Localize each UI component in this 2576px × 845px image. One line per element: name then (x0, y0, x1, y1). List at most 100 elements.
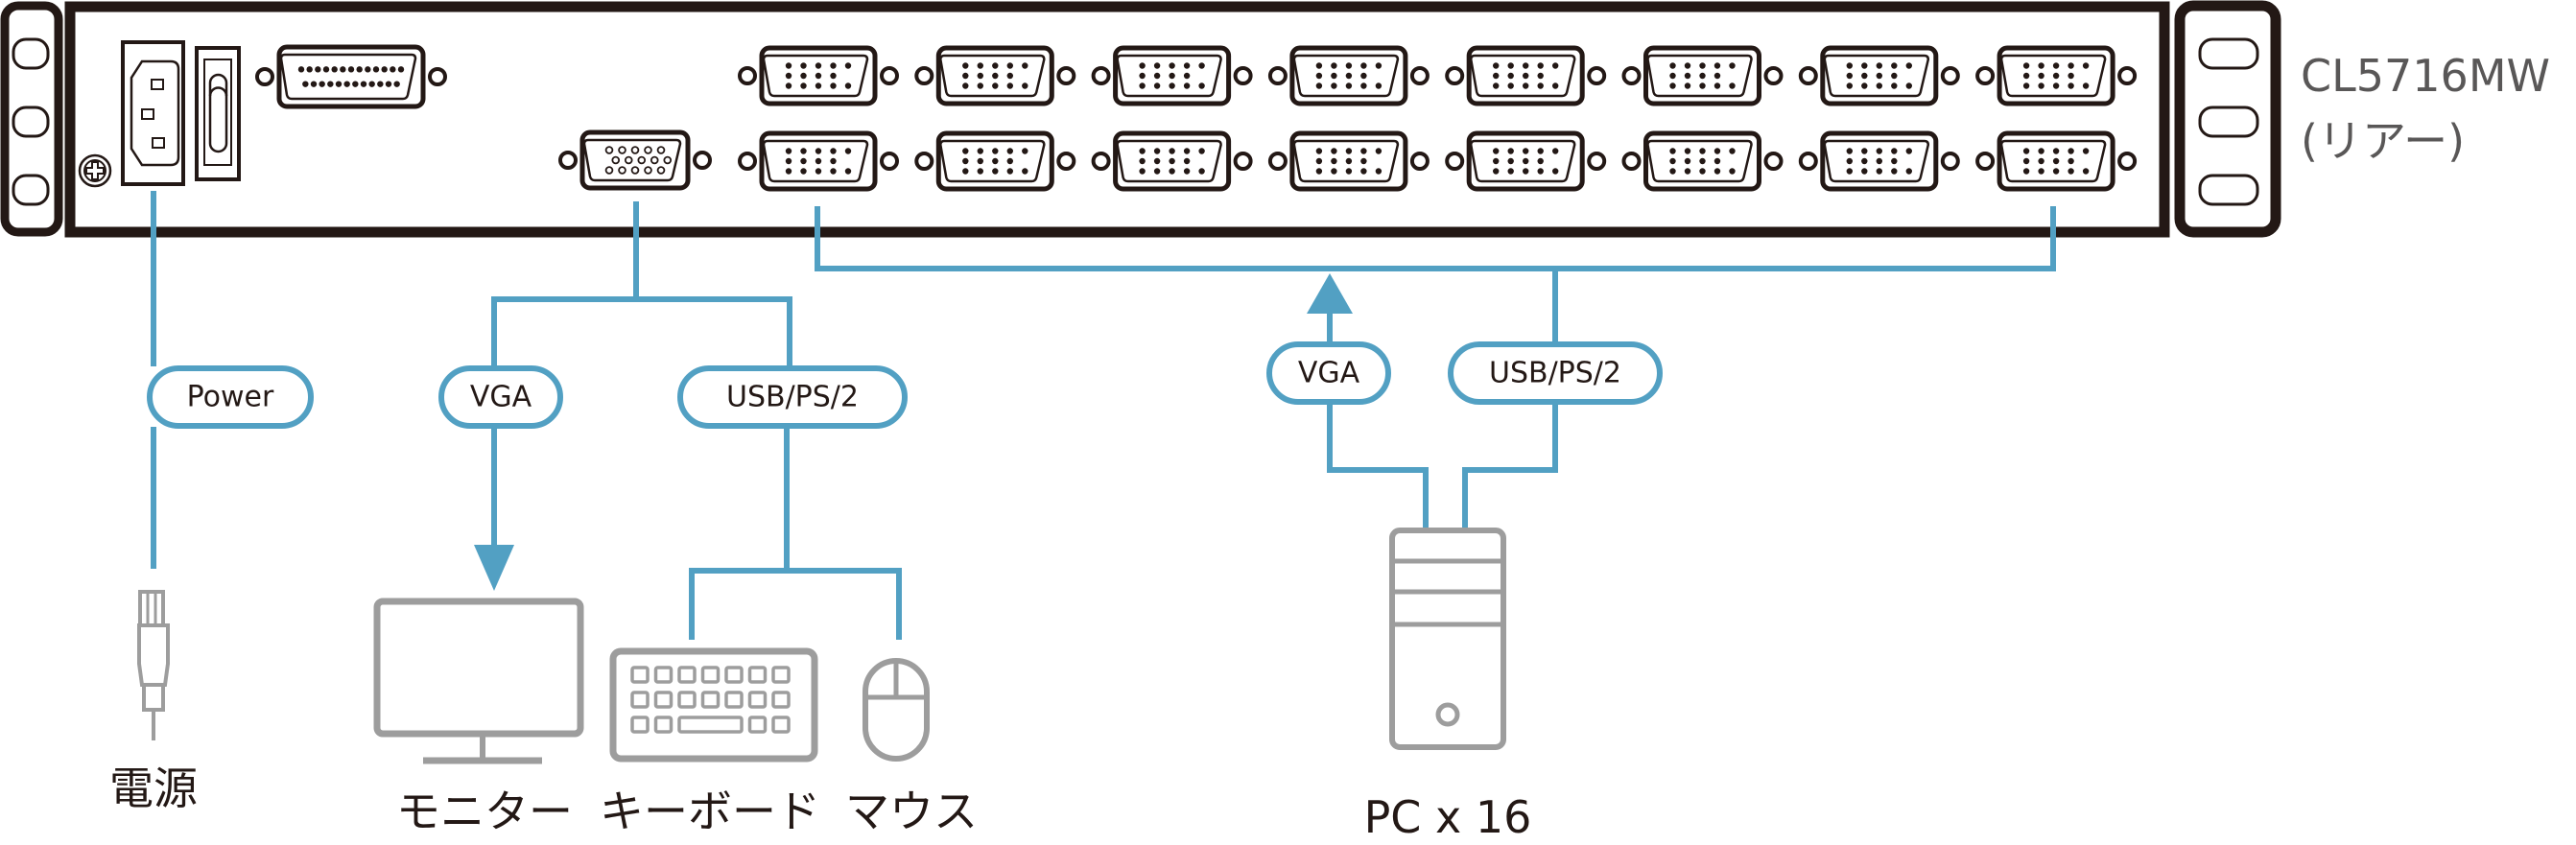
keyboard-caption: キーボード (600, 786, 820, 837)
mount-hole-icon (1621, 152, 1642, 171)
mount-hole-icon (738, 66, 757, 85)
mount-hole-icon (1940, 66, 1960, 85)
pc-port-grid (738, 45, 2138, 192)
pc-usb-cable: USB/PS/2 (1448, 341, 1663, 532)
model-name: CL5716MW (2301, 50, 2550, 102)
mount-hole-icon (1056, 152, 1076, 171)
console-vga-cable-text: VGA (470, 381, 532, 414)
ground-screw-icon (78, 153, 112, 188)
mount-hole-icon (1409, 66, 1430, 85)
mount-hole-icon (1445, 66, 1465, 85)
pc-port-top-8 (1975, 45, 2138, 106)
pc-port-bottom-6 (1621, 130, 1784, 192)
key-icon (747, 716, 768, 734)
key-icon (724, 666, 744, 684)
right-rack-bracket (2174, 0, 2281, 238)
pc-port-bottom-5 (1445, 130, 1607, 192)
mount-hole-icon (428, 67, 447, 86)
power-inlet-icon (121, 40, 185, 186)
key-icon (630, 666, 650, 684)
mount-hole-icon (880, 152, 899, 171)
mount-hole-icon (1409, 152, 1430, 171)
mount-hole-icon (1763, 66, 1784, 85)
mount-hole-icon (255, 67, 274, 86)
mount-hole-icon (693, 151, 712, 170)
pc-port-top-2 (914, 45, 1076, 106)
pc-port-top-7 (1798, 45, 1960, 106)
mount-hole-icon (738, 152, 757, 171)
kvm-chassis (64, 1, 2170, 238)
key-icon (677, 691, 697, 709)
arrow-up-icon (1307, 273, 1353, 314)
key-icon (653, 691, 674, 709)
mount-hole-icon (558, 151, 578, 170)
mount-hole-icon (1056, 66, 1076, 85)
mount-hole-icon (2117, 152, 2138, 171)
pc-port-bottom-4 (1267, 130, 1430, 192)
mount-hole-icon (1587, 152, 1607, 171)
mount-hole-icon (880, 66, 899, 85)
key-icon (747, 691, 768, 709)
key-icon (653, 716, 674, 734)
mount-hole-icon (1798, 66, 1818, 85)
key-icon (653, 666, 674, 684)
mount-hole-icon (1798, 152, 1818, 171)
pc-tower-icon (1389, 528, 1506, 750)
mount-hole-icon (1267, 152, 1288, 171)
key-icon (677, 666, 697, 684)
mount-hole-icon (1621, 66, 1642, 85)
console-vga-cable: VGA (438, 365, 563, 591)
arrow-down-icon (474, 545, 514, 591)
power-cable-label: Power (147, 365, 314, 429)
pc-cable-bus (815, 206, 2056, 344)
pc-port-top-5 (1445, 45, 1607, 106)
key-icon (630, 691, 650, 709)
key-icon (771, 691, 791, 709)
key-icon (700, 666, 721, 684)
view-label: (リアー) (2301, 115, 2465, 167)
db25-connector-icon (255, 44, 447, 109)
pc-port-top-6 (1621, 45, 1784, 106)
pc-port-bottom-1 (738, 130, 899, 192)
pc-port-top-1 (738, 45, 899, 106)
console-usb-cable: USB/PS/2 (677, 365, 908, 640)
vga-female-connector-icon (558, 129, 712, 191)
db25-port (255, 44, 447, 109)
mouse-icon (863, 658, 930, 762)
power-switch-icon (195, 46, 241, 181)
console-cable-trunk (491, 201, 792, 369)
key-icon (630, 716, 650, 734)
mount-hole-icon (1091, 66, 1111, 85)
pc-port-top-4 (1267, 45, 1430, 106)
mount-hole-icon (1975, 152, 1996, 171)
pc-vga-cable-text: VGA (1298, 357, 1360, 390)
mount-hole-icon (1267, 66, 1288, 85)
pc-caption: PC x 16 (1364, 791, 1532, 843)
monitor-icon (373, 598, 584, 764)
key-icon (724, 691, 744, 709)
console-usb-cable-text: USB/PS/2 (726, 381, 859, 414)
key-icon (747, 666, 768, 684)
mount-hole-icon (1975, 66, 1996, 85)
power-plug-icon (137, 590, 170, 740)
mount-hole-icon (914, 152, 934, 171)
spacebar-icon (677, 716, 744, 734)
pc-port-top-3 (1091, 45, 1253, 106)
key-icon (771, 716, 791, 734)
mount-hole-icon (1233, 152, 1253, 171)
pc-port-bottom-7 (1798, 130, 1960, 192)
power-caption: 電源 (109, 763, 198, 814)
mount-hole-icon (1445, 152, 1465, 171)
power-cable-text: Power (187, 381, 274, 414)
console-vga-port (558, 129, 712, 191)
keyboard-icon (609, 647, 818, 763)
mount-hole-icon (1091, 152, 1111, 171)
monitor-caption: モニター (396, 786, 573, 837)
left-rack-bracket (0, 1, 63, 237)
pc-vga-cable: VGA (1266, 341, 1429, 529)
pc-usb-cable-text: USB/PS/2 (1489, 357, 1621, 390)
key-icon (700, 691, 721, 709)
mount-hole-icon (914, 66, 934, 85)
mount-hole-icon (1763, 152, 1784, 171)
